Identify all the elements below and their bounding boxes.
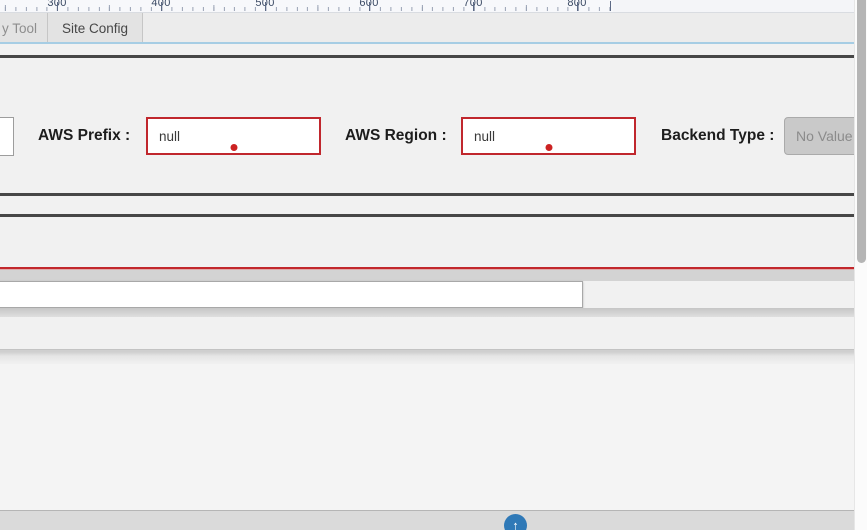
ruler-major-tick <box>369 2 370 11</box>
backend-type-label: Backend Type : <box>661 127 775 144</box>
separator-line-1 <box>0 55 854 58</box>
ruler-major-tick <box>57 2 58 11</box>
lower-panel <box>0 364 854 510</box>
aws-region-field-wrap <box>461 117 636 155</box>
aws-prefix-label: AWS Prefix : <box>38 127 131 144</box>
tab-tool[interactable]: y Tool <box>0 13 48 43</box>
ruler-medium-ticks <box>0 5 613 11</box>
aws-prefix-field-wrap <box>146 117 321 155</box>
gray-band-top <box>0 270 854 281</box>
ruler-major-tick <box>265 2 266 11</box>
backend-type-select[interactable]: No Value <box>784 117 854 155</box>
ruler-scale: 300 400 500 600 700 800 <box>0 0 613 12</box>
tab-bar: y Tool Site Config <box>0 13 854 43</box>
panel-edge-shadow <box>0 349 854 364</box>
horizontal-ruler: 300 400 500 600 700 800 <box>0 0 854 13</box>
ruler-unit-label: 700 <box>463 0 482 9</box>
tab-underline <box>0 42 854 44</box>
validation-dot-icon <box>545 144 552 151</box>
ruler-unit-label: 300 <box>47 0 66 9</box>
scrollbar-thumb[interactable] <box>857 0 866 263</box>
cutoff-left-input[interactable] <box>0 117 14 156</box>
footer-bar <box>0 510 854 530</box>
ruler-major-tick <box>473 2 474 11</box>
ruler-unit-label: 400 <box>151 0 170 9</box>
red-separator-line <box>0 267 854 270</box>
tab-site-config[interactable]: Site Config <box>48 13 143 43</box>
wide-text-input[interactable] <box>0 282 582 307</box>
vertical-scrollbar[interactable] <box>854 0 867 530</box>
ruler-major-tick <box>577 2 578 11</box>
separator-line-3 <box>0 214 854 217</box>
aws-region-label: AWS Region : <box>345 127 447 144</box>
ruler-unit-label: 600 <box>359 0 378 9</box>
wide-text-field-wrap <box>0 281 583 308</box>
ruler-unit-label: 800 <box>567 0 586 9</box>
validation-dot-icon <box>230 144 237 151</box>
up-arrow-icon: ↑ <box>512 518 519 530</box>
separator-line-2 <box>0 193 854 196</box>
ruler-major-tick <box>161 2 162 11</box>
ruler-end-tick <box>610 1 611 11</box>
floating-action-button[interactable]: ↑ <box>504 514 527 530</box>
ruler-unit-label: 500 <box>255 0 274 9</box>
gray-band-bottom <box>0 308 854 317</box>
